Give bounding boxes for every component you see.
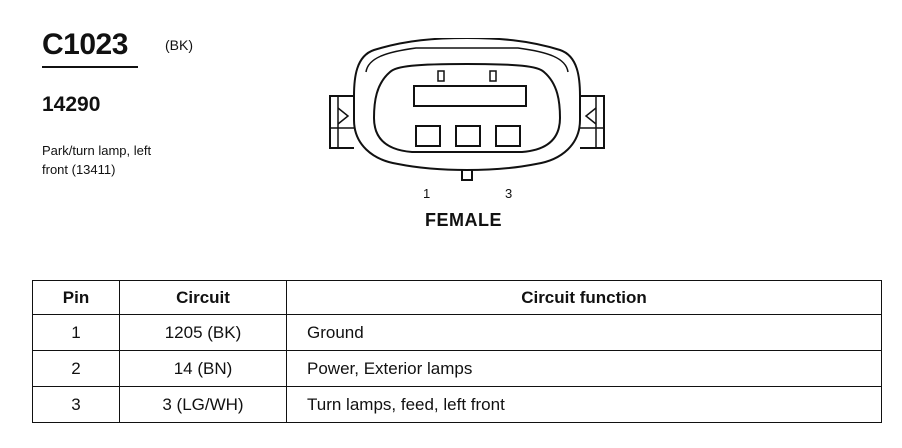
cell-function: Turn lamps, feed, left front	[286, 386, 882, 423]
connector-face-diagram	[329, 38, 605, 181]
column-header-pin: Pin	[32, 280, 120, 315]
pin-cavity-2	[455, 125, 481, 147]
pin-number-label-right: 3	[505, 186, 513, 201]
description-line-2: front (13411)	[42, 162, 116, 177]
pin-cavity-1	[415, 125, 441, 147]
cell-circuit: 14 (BN)	[119, 350, 287, 387]
cell-pin: 1	[32, 314, 120, 351]
connector-key-right	[489, 70, 497, 82]
table-row: 1 1205 (BK) Ground	[32, 314, 882, 351]
column-header-circuit: Circuit	[119, 280, 287, 315]
connector-right-latch	[580, 95, 605, 149]
description-line-1: Park/turn lamp, left	[42, 143, 152, 158]
connector-long-cavity	[413, 85, 527, 107]
cell-pin: 3	[32, 386, 120, 423]
cell-circuit: 1205 (BK)	[119, 314, 287, 351]
column-header-function: Circuit function	[286, 280, 882, 315]
connector-inner-housing	[372, 62, 562, 153]
connector-lock-tab	[461, 170, 473, 181]
connector-description: Park/turn lamp, left front (13411)	[42, 141, 202, 179]
connector-top-ridge	[365, 47, 569, 73]
connector-color: (BK)	[165, 37, 193, 53]
pin-number-label-left: 1	[423, 186, 431, 201]
cell-circuit: 3 (LG/WH)	[119, 386, 287, 423]
title-underline	[42, 66, 138, 68]
connector-id: C1023	[42, 28, 128, 61]
connector-outer-shell	[353, 38, 581, 172]
cell-pin: 2	[32, 350, 120, 387]
table-row: 3 3 (LG/WH) Turn lamps, feed, left front	[32, 386, 882, 423]
connector-gender-label: FEMALE	[425, 210, 502, 230]
table-header-row: Pin Circuit Circuit function	[32, 280, 882, 315]
table-row: 2 14 (BN) Power, Exterior lamps	[32, 350, 882, 387]
pin-cavity-3	[495, 125, 521, 147]
pin-table: Pin Circuit Circuit function 1 1205 (BK)…	[32, 280, 882, 423]
part-number: 14290	[42, 93, 101, 116]
connector-key-left	[437, 70, 445, 82]
cell-function: Power, Exterior lamps	[286, 350, 882, 387]
cell-function: Ground	[286, 314, 882, 351]
connector-left-latch	[329, 95, 354, 149]
